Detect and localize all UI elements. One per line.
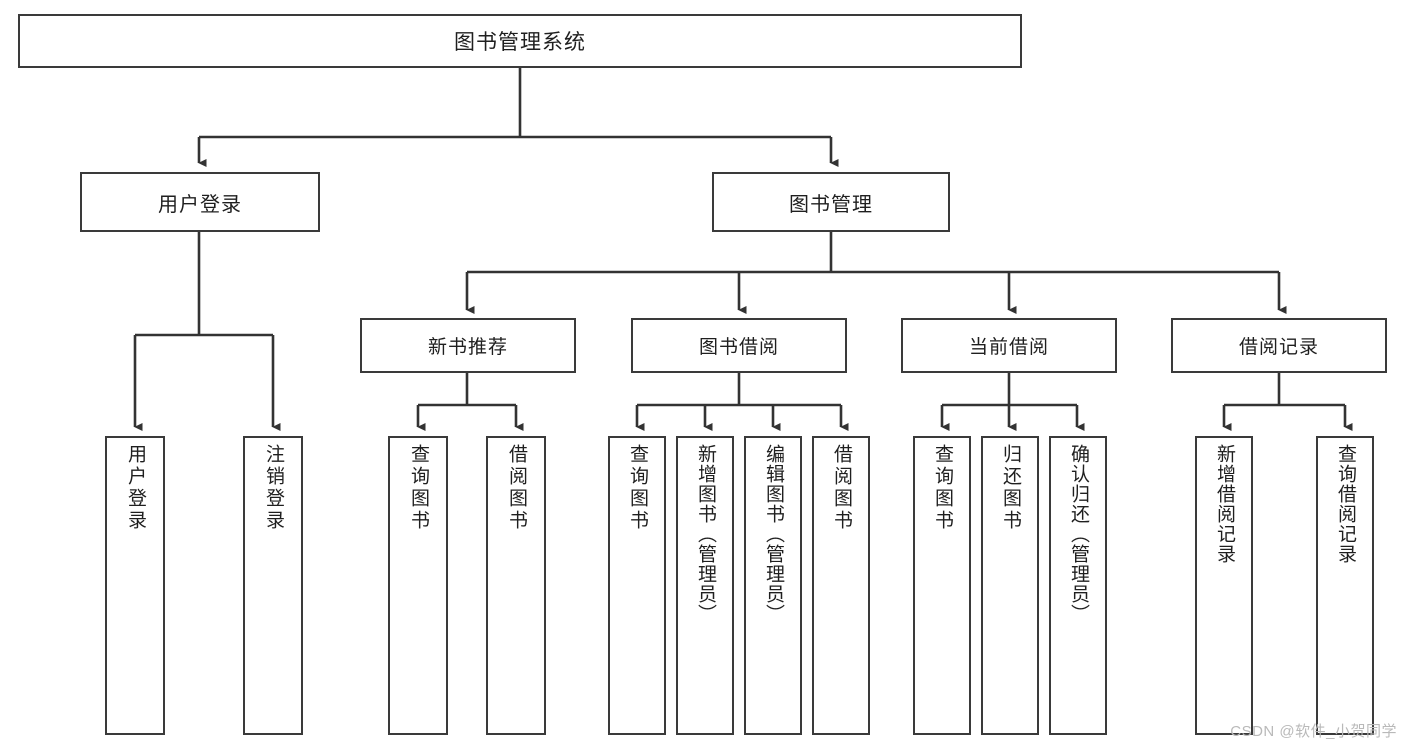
node-book-management-label: 图书管理	[789, 193, 873, 216]
leaf-query-book-borrow[interactable]: 查询图书	[608, 436, 666, 735]
leaf-edit-book-admin-label: 编辑图书（管理员）	[762, 444, 784, 624]
leaf-query-book-newbook[interactable]: 查询图书	[388, 436, 448, 735]
leaf-query-borrow-record[interactable]: 查询借阅记录	[1316, 436, 1374, 735]
leaf-add-book-admin-label: 新增图书（管理员）	[694, 444, 716, 624]
node-user-login[interactable]: 用户登录	[80, 172, 320, 232]
node-current-borrow[interactable]: 当前借阅	[901, 318, 1117, 373]
leaf-return-book-label: 归还图书	[999, 444, 1021, 532]
leaf-add-borrow-record[interactable]: 新增借阅记录	[1195, 436, 1253, 735]
leaf-user-login-label: 用户登录	[124, 444, 146, 532]
node-user-login-label: 用户登录	[158, 193, 242, 216]
node-borrow-record[interactable]: 借阅记录	[1171, 318, 1387, 373]
leaf-confirm-return-admin-label: 确认归还（管理员）	[1067, 444, 1089, 624]
node-new-book-recommend[interactable]: 新书推荐	[360, 318, 576, 373]
leaf-user-login[interactable]: 用户登录	[105, 436, 165, 735]
node-root-label: 图书管理系统	[454, 31, 586, 54]
node-book-borrow-label: 图书借阅	[698, 337, 779, 358]
leaf-borrow-book-borrow[interactable]: 借阅图书	[812, 436, 870, 735]
leaf-borrow-book-newbook[interactable]: 借阅图书	[486, 436, 546, 735]
node-root-book-management-system[interactable]: 图书管理系统	[18, 14, 1022, 68]
leaf-confirm-return-admin[interactable]: 确认归还（管理员）	[1049, 436, 1107, 735]
leaf-query-book-current-label: 查询图书	[931, 444, 953, 532]
leaf-query-borrow-record-label: 查询借阅记录	[1334, 444, 1356, 564]
leaf-query-book-borrow-label: 查询图书	[626, 444, 648, 532]
leaf-edit-book-admin[interactable]: 编辑图书（管理员）	[744, 436, 802, 735]
node-book-borrow[interactable]: 图书借阅	[631, 318, 847, 373]
leaf-logout[interactable]: 注销登录	[243, 436, 303, 735]
leaf-add-book-admin[interactable]: 新增图书（管理员）	[676, 436, 734, 735]
csdn-watermark: CSDN @软件_小贺同学	[1230, 723, 1397, 740]
node-book-management[interactable]: 图书管理	[712, 172, 950, 232]
leaf-borrow-book-borrow-label: 借阅图书	[830, 444, 852, 532]
leaf-query-book-newbook-label: 查询图书	[407, 444, 429, 532]
leaf-add-borrow-record-label: 新增借阅记录	[1213, 444, 1235, 564]
leaf-logout-label: 注销登录	[262, 444, 284, 532]
node-current-borrow-label: 当前借阅	[968, 337, 1049, 358]
node-borrow-record-label: 借阅记录	[1238, 337, 1319, 358]
node-new-book-recommend-label: 新书推荐	[427, 337, 508, 358]
leaf-query-book-current[interactable]: 查询图书	[913, 436, 971, 735]
leaf-borrow-book-newbook-label: 借阅图书	[505, 444, 527, 532]
leaf-return-book[interactable]: 归还图书	[981, 436, 1039, 735]
